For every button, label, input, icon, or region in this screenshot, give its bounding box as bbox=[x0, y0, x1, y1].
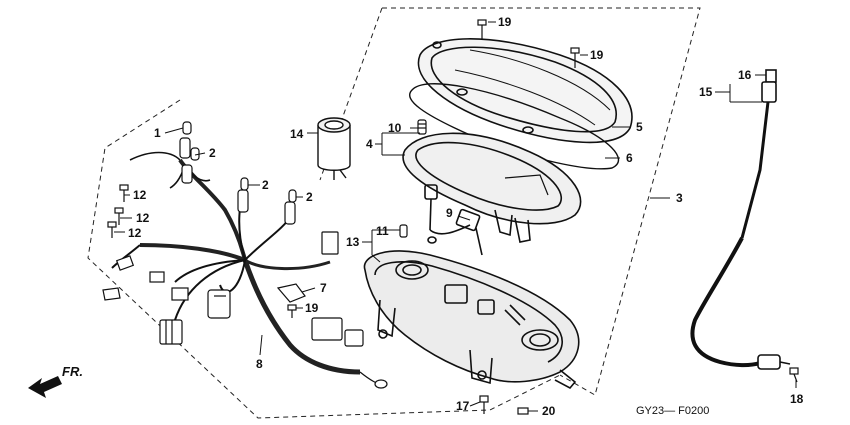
callout-19a: 19 bbox=[498, 15, 512, 29]
screw-12-b bbox=[114, 207, 124, 225]
callout-3: 3 bbox=[676, 191, 683, 205]
direction-label: FR. bbox=[62, 364, 83, 379]
callout-8: 8 bbox=[256, 357, 263, 371]
screw-19-low bbox=[287, 304, 297, 318]
screw-12-a bbox=[119, 184, 129, 202]
callout-7: 7 bbox=[320, 281, 327, 295]
callout-11: 11 bbox=[376, 224, 389, 238]
callout-17: 17 bbox=[456, 399, 470, 413]
meter-boundary-left bbox=[319, 7, 383, 181]
callout-12c: 12 bbox=[128, 226, 142, 240]
callout-4: 4 bbox=[366, 137, 373, 151]
callout-10: 10 bbox=[388, 121, 402, 135]
callout-6: 6 bbox=[626, 151, 633, 165]
callout-2b: 2 bbox=[262, 178, 269, 192]
meter-boundary bbox=[382, 7, 701, 396]
screw-17 bbox=[479, 395, 489, 414]
screw-12-c bbox=[107, 221, 117, 238]
callout-12a: 12 bbox=[133, 188, 147, 202]
callout-16: 16 bbox=[738, 68, 752, 82]
screw-20 bbox=[517, 407, 529, 415]
screw-18 bbox=[789, 367, 799, 383]
callout-13: 13 bbox=[346, 235, 360, 249]
meter-panel bbox=[402, 132, 582, 256]
callout-2a: 2 bbox=[209, 146, 216, 160]
front-direction-arrow: FR. bbox=[28, 364, 83, 398]
callout-20: 20 bbox=[542, 404, 556, 418]
callout-19b: 19 bbox=[590, 48, 604, 62]
callout-labels: 1 2 2 2 3 4 5 6 7 8 9 10 11 12 12 12 13 … bbox=[128, 15, 804, 418]
harness-connectors bbox=[102, 231, 388, 389]
callout-18: 18 bbox=[790, 392, 804, 406]
callout-2c: 2 bbox=[306, 190, 313, 204]
callout-1: 1 bbox=[154, 126, 161, 140]
callout-5: 5 bbox=[636, 120, 643, 134]
leader-lines bbox=[114, 21, 797, 412]
callout-9: 9 bbox=[446, 206, 453, 220]
meter-upper-case bbox=[417, 38, 633, 144]
callout-12b: 12 bbox=[136, 211, 150, 225]
indicator-unit bbox=[317, 117, 351, 180]
diagram-code: GY23— F0200 bbox=[636, 405, 709, 417]
callout-15: 15 bbox=[699, 85, 713, 99]
callout-19c: 19 bbox=[305, 301, 319, 315]
speedometer-cable bbox=[690, 69, 791, 370]
screws bbox=[107, 19, 799, 415]
callout-14: 14 bbox=[290, 127, 304, 141]
assembly-boundaries bbox=[87, 7, 701, 419]
meter-lower-case bbox=[363, 250, 580, 390]
screw-19-mid bbox=[570, 47, 580, 68]
clip-7 bbox=[276, 283, 306, 303]
bulb-socket bbox=[417, 119, 427, 135]
harness-bulb-sockets bbox=[179, 121, 297, 225]
screw-19-top bbox=[477, 19, 487, 40]
small-bulb bbox=[399, 224, 408, 238]
meter-gasket bbox=[409, 83, 620, 170]
